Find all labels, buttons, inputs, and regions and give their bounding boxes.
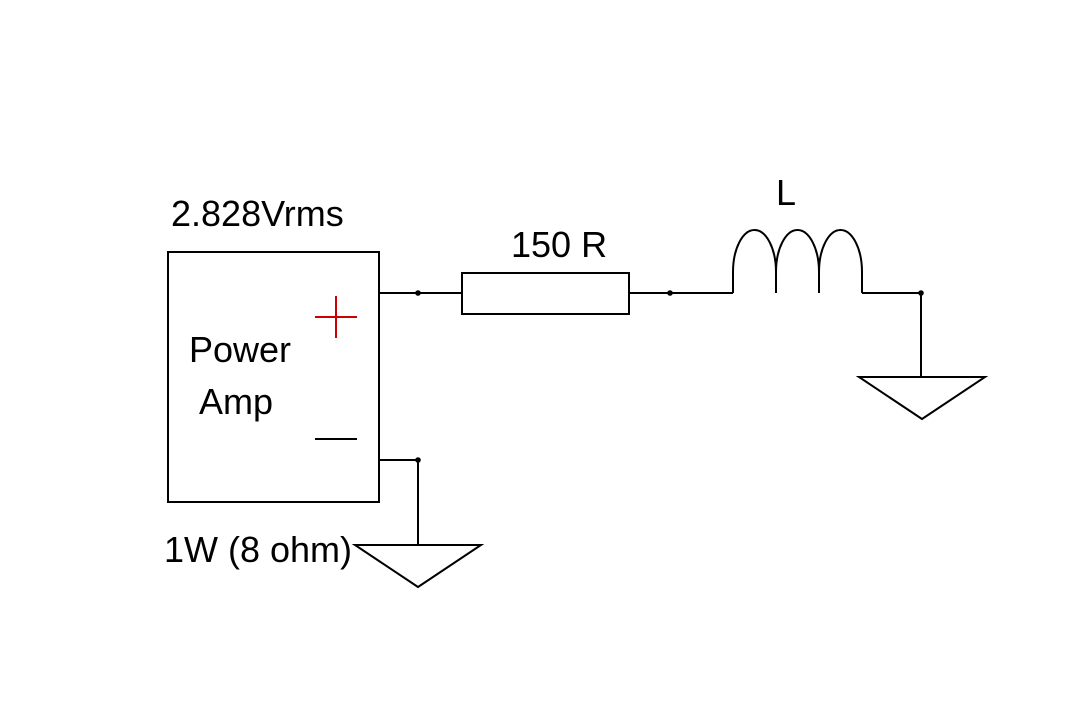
power-amp-label-line1: Power [189,329,291,370]
power-amp-label-line2: Amp [199,381,273,422]
plus-terminal-icon [315,296,357,338]
junction-node [667,290,673,296]
power-rating-label: 1W (8 ohm) [164,529,352,570]
power-amp-box [167,251,380,503]
inductor-symbol [732,229,863,293]
voltage-label: 2.828Vrms [171,193,344,234]
resistor-label: 150 R [511,224,607,265]
ground-icon [855,376,989,421]
junction-node [415,290,421,296]
resistor-symbol [461,272,630,315]
ground-icon [351,544,485,589]
inductor-label: L [776,172,796,213]
